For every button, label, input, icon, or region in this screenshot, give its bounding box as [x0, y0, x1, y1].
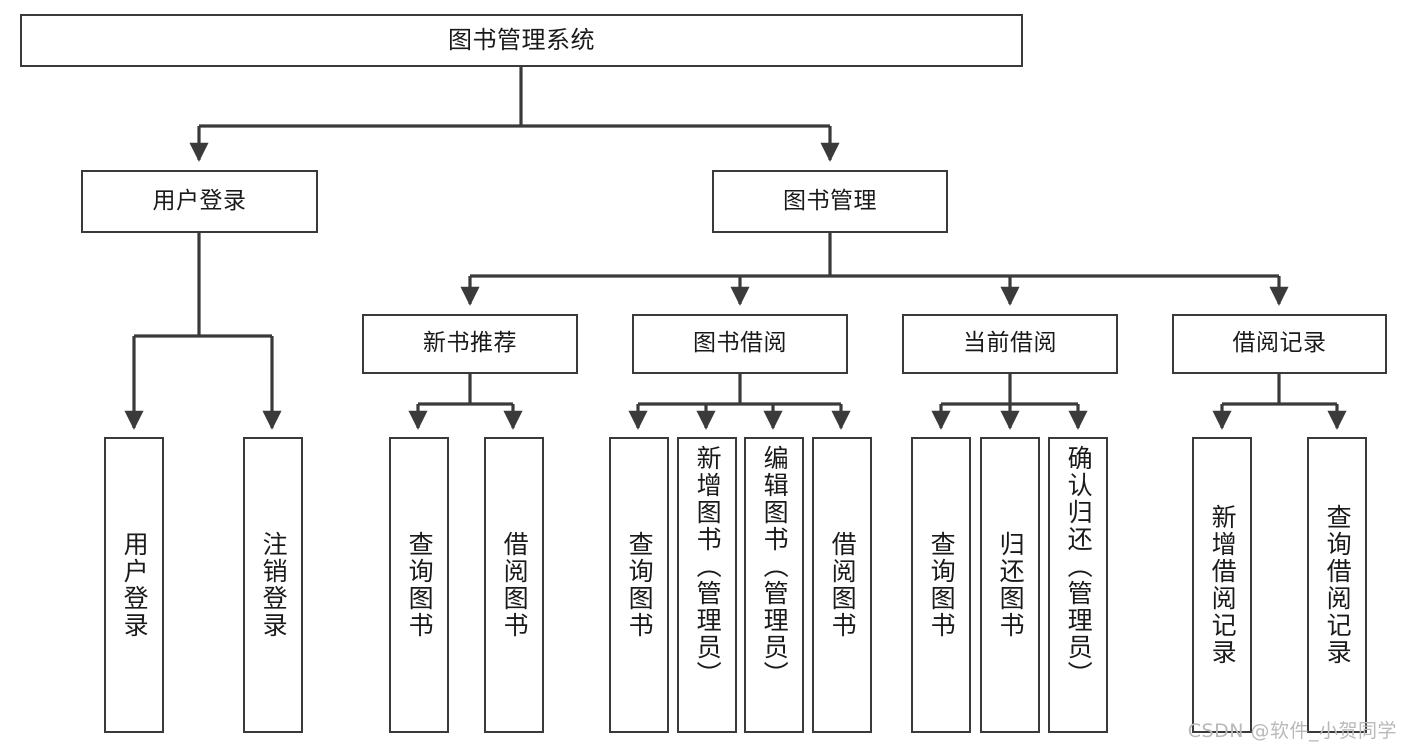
leaf-return-book[interactable]: 归还图书 [980, 437, 1040, 733]
leaf-edit-book-label: 编辑图书（管理员） [760, 445, 790, 688]
leaf-add-book-label: 新增图书（管理员） [693, 445, 723, 688]
leaf-query-book-1-label: 查询图书 [405, 531, 435, 639]
leaf-query-record[interactable]: 查询借阅记录 [1307, 437, 1367, 733]
node-new-book-recommend[interactable]: 新书推荐 [362, 314, 578, 374]
node-book-management[interactable]: 图书管理 [712, 170, 948, 233]
node-borrow-record[interactable]: 借阅记录 [1172, 314, 1387, 374]
leaf-query-book-3-label: 查询图书 [927, 531, 957, 639]
leaf-query-book-1[interactable]: 查询图书 [389, 437, 449, 733]
leaf-add-record-label: 新增借阅记录 [1208, 504, 1238, 666]
leaf-query-record-label: 查询借阅记录 [1323, 504, 1353, 666]
leaf-borrow-book-1-label: 借阅图书 [500, 531, 530, 639]
node-book-borrow-label: 图书借阅 [693, 330, 787, 357]
node-book-borrow[interactable]: 图书借阅 [632, 314, 848, 374]
node-user-login-label: 用户登录 [152, 187, 247, 214]
leaf-add-record[interactable]: 新增借阅记录 [1192, 437, 1252, 733]
node-new-book-recommend-label: 新书推荐 [423, 330, 517, 357]
leaf-add-book[interactable]: 新增图书（管理员） [677, 437, 737, 733]
leaf-logout-login[interactable]: 注销登录 [243, 437, 303, 733]
leaf-edit-book[interactable]: 编辑图书（管理员） [744, 437, 804, 733]
leaf-query-book-3[interactable]: 查询图书 [911, 437, 971, 733]
leaf-query-book-2-label: 查询图书 [625, 531, 655, 639]
node-book-management-label: 图书管理 [783, 187, 877, 214]
node-current-borrow-label: 当前借阅 [963, 330, 1057, 357]
node-root[interactable]: 图书管理系统 [20, 14, 1023, 67]
leaf-confirm-return-label: 确认归还（管理员） [1064, 445, 1094, 688]
leaf-confirm-return[interactable]: 确认归还（管理员） [1048, 437, 1108, 733]
leaf-borrow-book-2-label: 借阅图书 [828, 531, 858, 639]
leaf-borrow-book-2[interactable]: 借阅图书 [812, 437, 872, 733]
leaf-return-book-label: 归还图书 [996, 531, 1026, 639]
node-root-label: 图书管理系统 [448, 26, 595, 55]
watermark: CSDN @软件_小贺同学 [1187, 720, 1397, 742]
leaf-query-book-2[interactable]: 查询图书 [609, 437, 669, 733]
leaf-logout-login-label: 注销登录 [259, 531, 289, 639]
leaf-user-login-label: 用户登录 [120, 531, 150, 639]
leaf-user-login[interactable]: 用户登录 [104, 437, 164, 733]
leaf-borrow-book-1[interactable]: 借阅图书 [484, 437, 544, 733]
node-borrow-record-label: 借阅记录 [1232, 330, 1327, 357]
node-user-login[interactable]: 用户登录 [81, 170, 318, 233]
node-current-borrow[interactable]: 当前借阅 [902, 314, 1118, 374]
